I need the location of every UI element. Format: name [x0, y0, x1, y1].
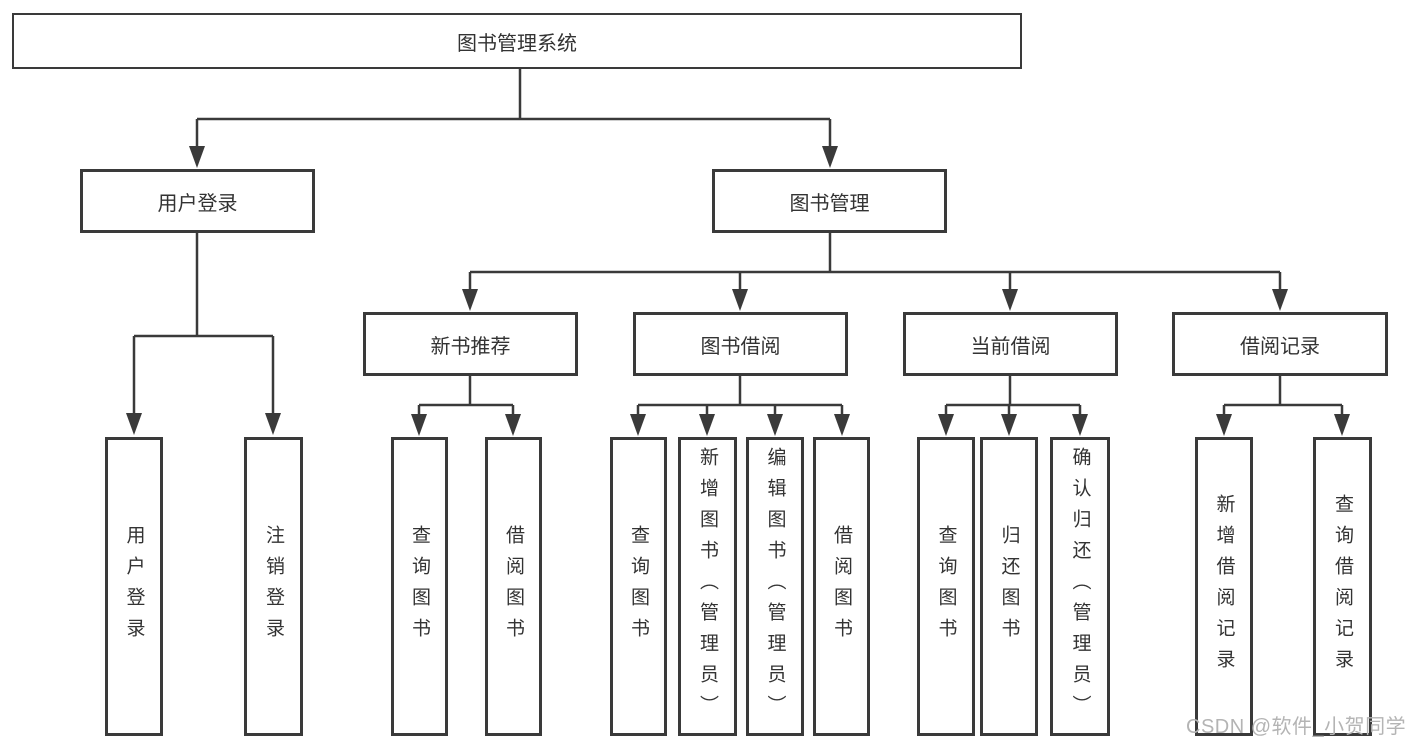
arrowhead: [265, 413, 281, 435]
node-label: 新书推荐: [430, 335, 511, 358]
arrowhead: [411, 414, 427, 436]
leaf-label: 归还图书: [998, 524, 1020, 649]
node-new-book-recommend: 新书推荐: [363, 312, 578, 376]
leaf-label: 借阅图书: [503, 524, 524, 649]
leaf-borrow-books-2: 借阅图书: [813, 437, 870, 736]
arrowhead: [767, 414, 783, 436]
leaf-add-books-admin: 新增图书（管理员）: [678, 437, 737, 736]
arrowhead: [834, 414, 850, 436]
leaf-user-login: 用户登录: [105, 437, 163, 736]
leaf-query-books-3: 查询图书: [917, 437, 975, 736]
wire-new-book-group: [417, 376, 515, 417]
wire-current-borrowing-group: [944, 376, 1082, 417]
leaf-confirm-return-admin: 确认归还（管理员）: [1050, 437, 1110, 736]
node-label: 借阅记录: [1240, 335, 1320, 358]
arrowhead: [1001, 414, 1017, 436]
leaf-query-books-1: 查询图书: [391, 437, 448, 736]
leaf-label: 新增借阅记录: [1213, 493, 1235, 680]
leaf-borrow-books-1: 借阅图书: [485, 437, 542, 736]
arrowhead: [699, 414, 715, 436]
leaf-label: 编辑图书（管理员）: [764, 447, 786, 726]
leaf-label: 确认归还（管理员）: [1069, 447, 1091, 726]
node-borrowing-records: 借阅记录: [1172, 312, 1388, 376]
leaf-label: 用户登录: [123, 524, 145, 649]
node-library-management-system: 图书管理系统: [12, 13, 1022, 69]
arrowhead: [189, 146, 205, 168]
arrowhead: [732, 289, 748, 311]
arrowhead: [462, 289, 478, 311]
leaf-query-borrow-record: 查询借阅记录: [1313, 437, 1372, 736]
leaf-add-borrow-record: 新增借阅记录: [1195, 437, 1253, 736]
arrowhead: [938, 414, 954, 436]
arrowhead: [1072, 414, 1088, 436]
arrowhead: [1272, 289, 1288, 311]
wire-book-borrowing-group: [636, 376, 844, 417]
wire-user-login-group: [132, 233, 275, 417]
arrowhead: [1002, 289, 1018, 311]
leaf-label: 新增图书（管理员）: [697, 447, 718, 726]
arrowhead: [822, 146, 838, 168]
leaf-query-books-2: 查询图书: [610, 437, 667, 736]
leaf-label: 查询借阅记录: [1332, 493, 1353, 680]
node-label: 图书管理系统: [457, 32, 577, 55]
arrowhead: [1216, 414, 1232, 436]
leaf-label: 查询图书: [409, 524, 430, 649]
leaf-logout: 注销登录: [244, 437, 303, 736]
wire-root-to-level2: [195, 68, 832, 150]
arrowhead: [505, 414, 521, 436]
node-book-management: 图书管理: [712, 169, 947, 233]
leaf-edit-books-admin: 编辑图书（管理员）: [746, 437, 804, 736]
leaf-label: 查询图书: [628, 524, 649, 649]
node-label: 图书管理: [789, 192, 870, 215]
wire-borrowing-records-group: [1222, 376, 1344, 417]
arrowhead: [1334, 414, 1350, 436]
csdn-watermark: CSDN @软件_小贺同学: [1186, 716, 1405, 738]
arrowhead: [630, 414, 646, 436]
node-user-login: 用户登录: [80, 169, 315, 233]
arrowhead: [126, 413, 142, 435]
leaf-label: 借阅图书: [831, 524, 852, 649]
node-label: 用户登录: [157, 192, 238, 215]
node-current-borrowing: 当前借阅: [903, 312, 1118, 376]
leaf-label: 查询图书: [935, 524, 957, 649]
node-label: 图书借阅: [700, 335, 781, 358]
leaf-label: 注销登录: [263, 524, 284, 649]
node-book-borrowing: 图书借阅: [633, 312, 848, 376]
wire-book-management-to-level3: [468, 233, 1282, 293]
leaf-return-books: 归还图书: [980, 437, 1038, 736]
node-label: 当前借阅: [970, 335, 1051, 358]
